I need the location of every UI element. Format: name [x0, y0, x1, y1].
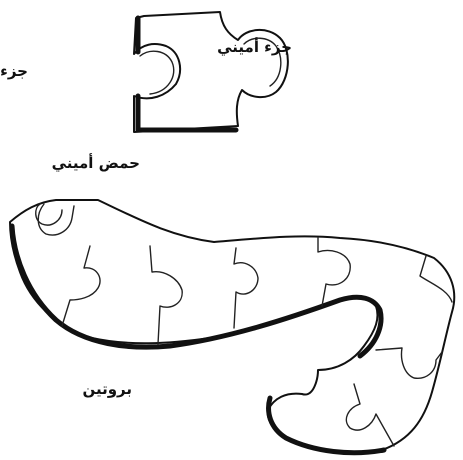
amino-acid-piece-shadow	[135, 15, 239, 133]
piece-divider-5	[317, 237, 351, 307]
protein-chain	[9, 199, 456, 456]
piece-divider-8	[345, 383, 395, 447]
piece-divider-1	[37, 203, 75, 236]
piece-divider-3	[149, 245, 183, 345]
protein-label: بروتين	[82, 380, 132, 398]
piece-divider-7	[375, 347, 443, 379]
amino-knob-edge	[243, 37, 282, 87]
protein-start-socket	[35, 203, 63, 226]
amino-acid-label: حمض أميني	[52, 153, 140, 172]
acid-socket-edge	[139, 50, 175, 95]
amino-part-label: جزء أميني	[217, 37, 292, 56]
amino-acid-piece-outline	[133, 11, 289, 133]
piece-divider-6	[419, 255, 453, 303]
amino-acid-puzzle-piece	[133, 11, 289, 133]
protein-tail-shadow	[266, 395, 387, 456]
protein-chain-shadow	[9, 223, 384, 359]
acid-part-label: جزء حمضي	[0, 62, 28, 80]
protein-chain-outline	[9, 199, 456, 454]
piece-divider-2	[61, 245, 101, 327]
piece-divider-4	[233, 247, 259, 329]
